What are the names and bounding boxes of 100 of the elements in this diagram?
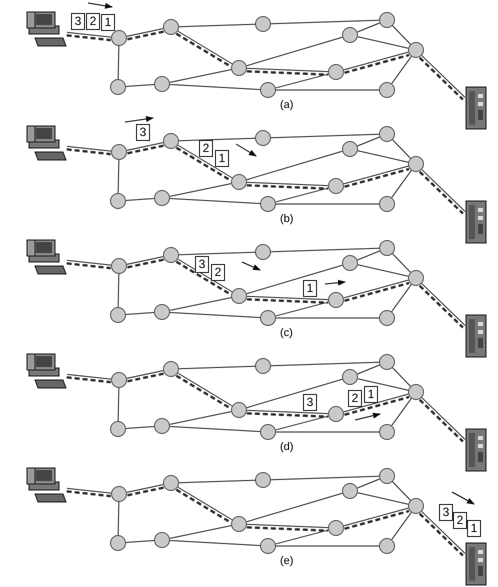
link-line <box>356 478 380 488</box>
link-line <box>246 378 343 408</box>
router-node <box>154 418 170 434</box>
link-line <box>392 481 411 501</box>
router-node <box>408 156 424 172</box>
router-node <box>260 82 276 98</box>
link-line <box>357 36 409 49</box>
virtual-circuit-path <box>246 412 328 418</box>
link-line <box>169 426 261 432</box>
router-node <box>328 178 344 194</box>
router-node <box>255 358 271 374</box>
router-node <box>231 402 247 418</box>
router-node <box>111 30 127 46</box>
link-line <box>66 32 112 38</box>
link-line <box>126 484 164 493</box>
packet-number: 2 <box>211 264 225 280</box>
link-line <box>246 36 343 66</box>
router-node <box>328 406 344 422</box>
router-node <box>408 498 424 514</box>
router-node <box>111 144 127 160</box>
link-line <box>178 24 256 28</box>
link-line <box>118 388 120 422</box>
link-line <box>125 84 155 87</box>
virtual-circuit-path <box>246 70 328 76</box>
link-line <box>246 150 343 180</box>
virtual-circuit-path <box>127 486 164 496</box>
server-icon <box>465 314 487 358</box>
link-line <box>357 378 409 391</box>
virtual-circuit-path <box>66 490 111 498</box>
router-node <box>231 516 247 532</box>
link-line <box>118 274 120 308</box>
virtual-circuit-path <box>246 526 328 532</box>
link-line <box>270 248 380 252</box>
link-line <box>66 488 112 494</box>
link-line <box>356 250 380 260</box>
packet-number: 3 <box>195 256 209 272</box>
virtual-circuit-path <box>66 148 111 156</box>
link-line <box>246 68 328 72</box>
packet-number: 3 <box>136 124 150 140</box>
router-node <box>255 472 271 488</box>
link-line <box>343 52 409 70</box>
link-line <box>246 264 343 294</box>
link-line <box>118 160 120 194</box>
panel-caption: (a) <box>280 99 294 111</box>
link-line <box>357 264 409 277</box>
server-icon <box>465 200 487 244</box>
router-node <box>379 424 395 440</box>
link-line <box>178 480 256 484</box>
link-line <box>126 370 164 379</box>
panel-caption: (b) <box>280 213 294 225</box>
packet-number: 1 <box>215 150 229 166</box>
link-line <box>356 136 380 146</box>
router-node <box>379 538 395 554</box>
router-node <box>255 130 271 146</box>
router-node <box>408 42 424 58</box>
virtual-circuit-path <box>344 510 410 530</box>
link-line <box>270 134 380 138</box>
router-node <box>255 244 271 260</box>
router-node <box>328 292 344 308</box>
link-line <box>246 524 328 528</box>
link-line <box>169 84 261 90</box>
router-node <box>328 520 344 536</box>
link-line <box>118 46 120 80</box>
link-line <box>392 139 411 159</box>
packet-number: 3 <box>71 12 85 30</box>
router-node <box>110 421 126 437</box>
router-node <box>111 486 127 502</box>
link-line <box>246 296 328 300</box>
server-icon <box>465 86 487 130</box>
virtual-circuit-path <box>127 30 164 40</box>
link-line <box>275 530 329 544</box>
link-line <box>391 170 412 198</box>
link-line <box>343 508 409 526</box>
panel-caption: (c) <box>280 327 293 339</box>
link-line <box>126 28 164 37</box>
link-line <box>392 25 411 45</box>
link-line <box>357 150 409 163</box>
virtual-circuit-path <box>127 372 164 382</box>
link-line <box>169 312 261 318</box>
router-node <box>379 126 395 142</box>
server-icon <box>465 428 487 472</box>
link-line <box>126 256 164 265</box>
link-line <box>246 182 328 186</box>
server-icon <box>465 542 487 586</box>
router-node <box>163 475 179 491</box>
router-node <box>342 483 358 499</box>
link-line <box>270 20 380 24</box>
virtual-circuit-path <box>127 144 164 154</box>
router-node <box>163 19 179 35</box>
router-node <box>111 258 127 274</box>
link-line <box>125 426 155 429</box>
packet-number: 1 <box>303 280 317 296</box>
link-line <box>270 476 380 480</box>
link-line <box>66 146 112 152</box>
virtual-circuit-path <box>246 184 328 190</box>
packet-number: 2 <box>453 512 467 528</box>
router-node <box>110 79 126 95</box>
router-node <box>163 247 179 263</box>
router-node <box>379 468 395 484</box>
router-node <box>231 288 247 304</box>
